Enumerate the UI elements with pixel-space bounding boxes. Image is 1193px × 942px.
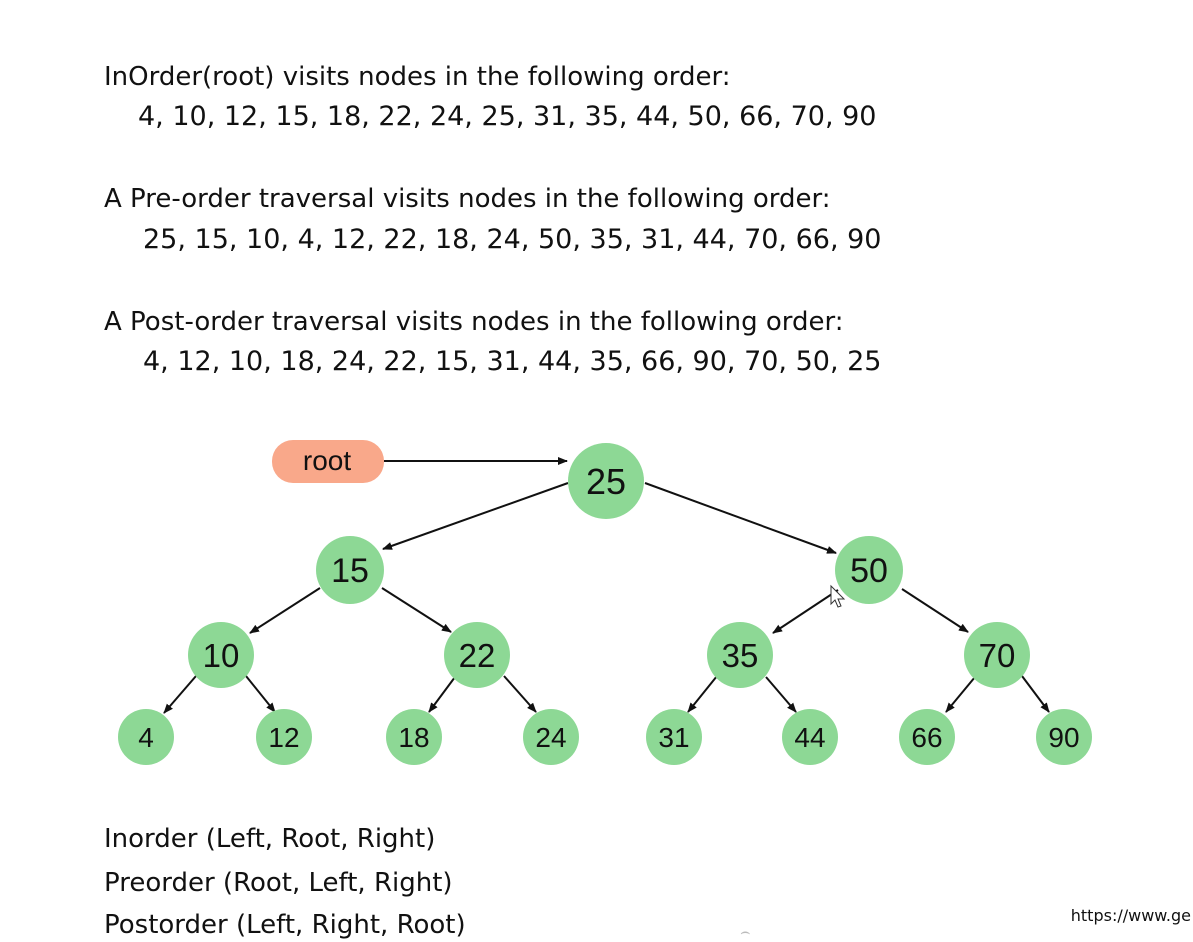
tree-node-25: 25 [568,443,644,519]
svg-text:15: 15 [331,552,369,590]
tree-node-35: 35 [707,622,773,688]
tree-node-66: 66 [899,709,955,765]
edge-50-70 [901,588,969,633]
edge-10-4 [163,675,197,714]
tree-node-15: 15 [316,536,384,604]
tree-node-18: 18 [386,709,442,765]
inorder-sequence: 4, 10, 12, 15, 18, 22, 24, 25, 31, 35, 4… [138,101,877,132]
svg-text:35: 35 [722,637,759,674]
edge-15-22 [381,587,452,633]
tree-node-90: 90 [1036,709,1092,765]
svg-text:10: 10 [203,637,240,674]
tree-node-50: 50 [835,536,903,604]
edge-35-44 [765,676,797,713]
inorder-heading: InOrder(root) visits nodes in the follow… [104,62,731,92]
source-url: https://www.ge [1070,906,1191,925]
edge-25-50 [644,482,837,554]
preorder-sequence: 25, 15, 10, 4, 12, 22, 18, 24, 50, 35, 3… [143,224,882,255]
tree-node-70: 70 [964,622,1030,688]
tree-node-4: 4 [118,709,174,765]
svg-text:66: 66 [911,722,942,753]
preorder-heading: A Pre-order traversal visits nodes in th… [104,184,831,214]
rule-preorder: Preorder (Root, Left, Right) [104,868,453,898]
svg-text:50: 50 [850,552,888,590]
svg-text:24: 24 [535,722,566,753]
scroll-hint-icon: ⌢ [740,922,751,941]
postorder-heading: A Post-order traversal visits nodes in t… [104,307,844,337]
edge-35-31 [687,675,718,713]
root-pointer-tag [272,440,384,483]
tree-edges [163,482,1050,714]
svg-text:25: 25 [586,461,626,502]
svg-text:90: 90 [1048,722,1079,753]
postorder-sequence: 4, 12, 10, 18, 24, 22, 15, 31, 44, 35, 6… [143,346,882,377]
svg-text:4: 4 [138,722,154,753]
edge-10-12 [245,675,276,713]
edge-22-24 [503,675,537,713]
tree-node-44: 44 [782,709,838,765]
edge-22-18 [428,676,456,713]
rule-inorder: Inorder (Left, Root, Right) [104,824,436,854]
edge-15-10 [249,587,321,634]
svg-text:31: 31 [658,722,689,753]
edge-25-15 [382,482,569,550]
edge-70-66 [945,676,976,713]
tree-node-22: 22 [444,622,510,688]
svg-text:22: 22 [459,637,496,674]
edge-70-90 [1021,675,1050,713]
rule-postorder: Postorder (Left, Right, Root) [104,910,466,940]
svg-text:44: 44 [794,722,825,753]
root-pointer-label: root [303,445,351,476]
tree-node-10: 10 [188,622,254,688]
svg-text:12: 12 [268,722,299,753]
tree-node-24: 24 [523,709,579,765]
svg-text:18: 18 [398,722,429,753]
svg-text:70: 70 [979,637,1016,674]
tree-node-31: 31 [646,709,702,765]
tree-nodes: 25 15 50 10 22 35 70 4 [118,443,1092,765]
mouse-cursor-icon [830,584,846,608]
edge-50-35 [772,589,839,634]
tree-node-12: 12 [256,709,312,765]
